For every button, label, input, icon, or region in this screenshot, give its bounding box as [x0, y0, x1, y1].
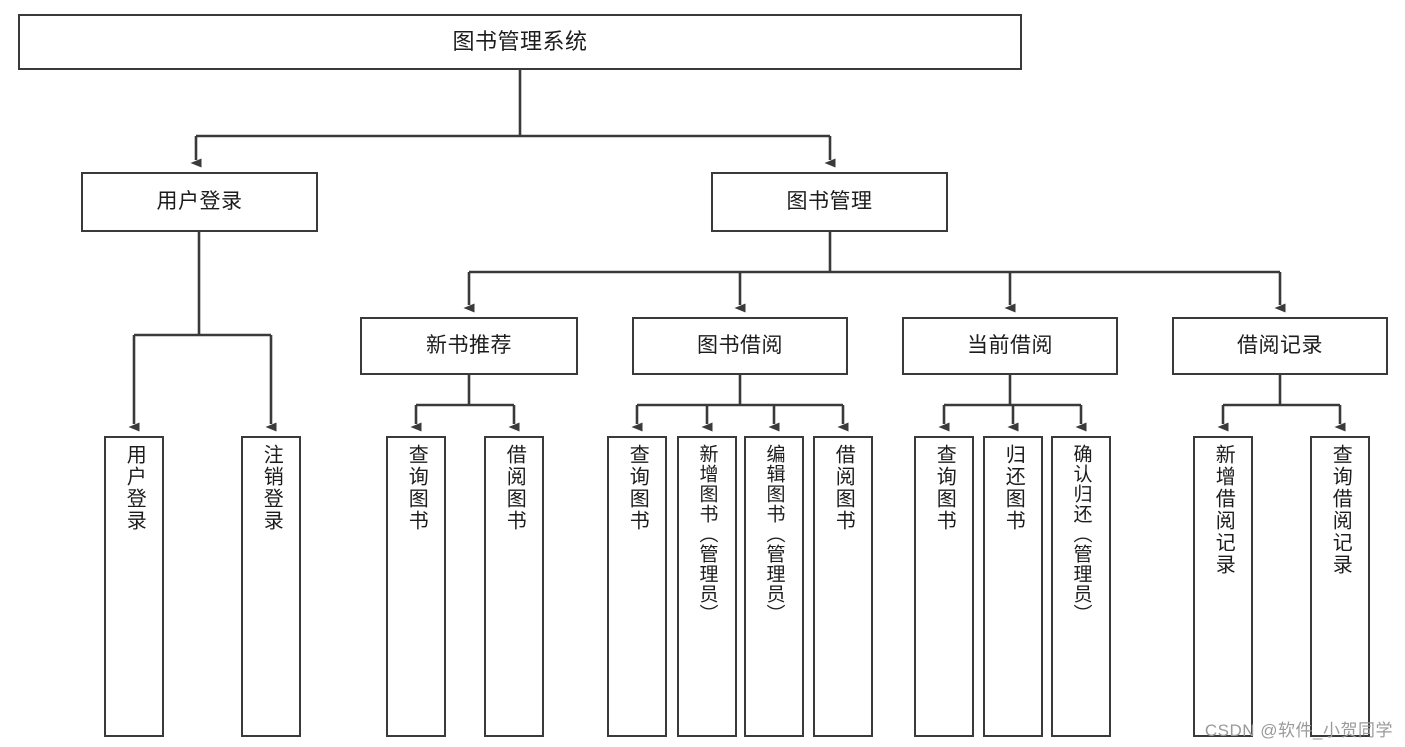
node-leaf-query-record-label: 查询借阅记录: [1329, 444, 1352, 576]
node-leaf-edit-book[interactable]: 编辑图书（管理员）: [744, 436, 804, 737]
node-user-login[interactable]: 用户登录: [81, 172, 318, 232]
node-leaf-user-login[interactable]: 用户登录: [104, 436, 164, 737]
node-leaf-user-login-label: 用户登录: [123, 444, 146, 532]
node-root-label: 图书管理系统: [452, 28, 588, 54]
node-book-manage-label: 图书管理: [786, 190, 873, 214]
node-leaf-add-book[interactable]: 新增图书（管理员）: [677, 436, 737, 737]
node-leaf-borrow-book-1[interactable]: 借阅图书: [484, 436, 544, 737]
node-leaf-add-book-label: 新增图书（管理员）: [696, 444, 718, 624]
node-book-borrow-label: 图书借阅: [697, 334, 783, 358]
node-book-borrow[interactable]: 图书借阅: [632, 317, 848, 375]
node-leaf-add-record-label: 新增借阅记录: [1212, 444, 1235, 576]
node-leaf-query-book-3[interactable]: 查询图书: [914, 436, 974, 737]
node-borrow-record-label: 借阅记录: [1237, 334, 1323, 358]
watermark-text: CSDN @软件_小贺同学: [1204, 721, 1393, 740]
node-leaf-query-book-1[interactable]: 查询图书: [386, 436, 446, 737]
node-leaf-query-book-1-label: 查询图书: [405, 444, 428, 532]
node-leaf-return-book-label: 归还图书: [1002, 444, 1025, 532]
node-leaf-confirm-return-label: 确认归还（管理员）: [1070, 444, 1092, 624]
node-borrow-record[interactable]: 借阅记录: [1172, 317, 1388, 375]
node-leaf-confirm-return[interactable]: 确认归还（管理员）: [1051, 436, 1111, 737]
node-current-borrow[interactable]: 当前借阅: [902, 317, 1118, 375]
node-root[interactable]: 图书管理系统: [18, 14, 1022, 70]
node-user-login-label: 用户登录: [156, 190, 243, 214]
node-leaf-borrow-book-1-label: 借阅图书: [503, 444, 526, 532]
node-book-manage[interactable]: 图书管理: [711, 172, 948, 232]
node-leaf-query-record[interactable]: 查询借阅记录: [1310, 436, 1370, 737]
node-leaf-user-logout[interactable]: 注销登录: [241, 436, 301, 737]
node-new-book-recommend[interactable]: 新书推荐: [360, 317, 578, 375]
node-leaf-query-book-3-label: 查询图书: [933, 444, 956, 532]
node-leaf-return-book[interactable]: 归还图书: [983, 436, 1043, 737]
node-leaf-user-logout-label: 注销登录: [260, 444, 283, 532]
node-leaf-borrow-book-2[interactable]: 借阅图书: [813, 436, 873, 737]
node-leaf-query-book-2[interactable]: 查询图书: [607, 436, 667, 737]
node-leaf-add-record[interactable]: 新增借阅记录: [1193, 436, 1253, 737]
node-leaf-borrow-book-2-label: 借阅图书: [832, 444, 855, 532]
node-current-borrow-label: 当前借阅: [967, 334, 1053, 358]
node-leaf-edit-book-label: 编辑图书（管理员）: [763, 444, 785, 624]
node-new-book-recommend-label: 新书推荐: [426, 334, 512, 358]
node-leaf-query-book-2-label: 查询图书: [626, 444, 649, 532]
